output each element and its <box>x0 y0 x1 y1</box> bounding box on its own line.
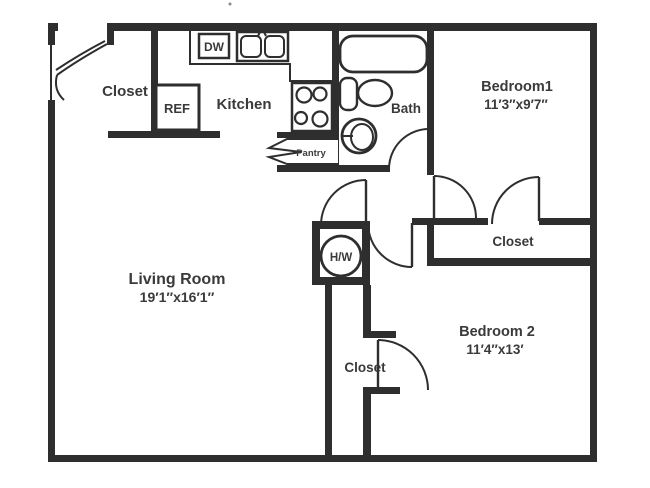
hw-closet-bottom-wall <box>312 277 370 285</box>
burner-1 <box>295 86 313 104</box>
bedroom-divider-wall <box>427 258 597 266</box>
closet2-door-top-stub <box>363 331 396 338</box>
hall-door-arc <box>320 179 367 226</box>
pantry-top-wall <box>277 132 339 138</box>
room-dims-living-room: 19′1″x16′1″ <box>140 289 215 305</box>
closet-kitchen-divider-wall <box>151 31 158 135</box>
left-wall-upper <box>48 23 55 45</box>
faucet-icon <box>257 31 267 37</box>
closet2-door-arc <box>377 339 429 391</box>
hw-closet-west-wall <box>312 221 320 285</box>
pantry-bifold-icon <box>265 138 338 165</box>
dishwasher-box <box>197 32 231 60</box>
bedroom1-door-arc <box>433 175 477 219</box>
labels: Closet Kitchen DW REF Pantry Bath Bedroo… <box>102 40 553 375</box>
burner-4 <box>311 110 329 128</box>
entry-door-leaf <box>56 43 108 76</box>
room-label-bath: Bath <box>391 101 421 116</box>
interior-walls <box>108 31 597 455</box>
bath-fixtures <box>338 34 429 155</box>
room-label-bedroom1: Bedroom1 <box>481 79 553 95</box>
fixture-label-water-heater: H/W <box>330 252 353 264</box>
sink-basin-left <box>240 35 262 58</box>
hw-closet-east-wall <box>362 221 370 285</box>
toilet-icon <box>356 78 394 108</box>
bath-door-arc <box>388 128 430 170</box>
bedroom1-west-wall-lower <box>427 218 434 258</box>
outer-walls <box>48 23 597 462</box>
burner-2 <box>312 86 328 102</box>
fixture-label-refrigerator: REF <box>164 101 190 116</box>
water-heater-icon <box>319 234 363 278</box>
room-label-living-room: Living Room <box>129 271 226 288</box>
room-dims-bedroom2: 11′4″x13′ <box>466 342 523 357</box>
bath-west-wall <box>332 31 339 172</box>
bathtub-icon <box>338 34 429 74</box>
closet2-west-wall <box>325 285 332 455</box>
fixture-label-pantry: Pantry <box>296 148 326 159</box>
closet1-door-arc <box>491 176 540 225</box>
counter-edge-line <box>189 31 332 82</box>
room-label-bedroom2-closet: Closet <box>344 360 386 375</box>
bedroom2-door-arc <box>367 222 413 268</box>
room-label-bedroom1-closet: Closet <box>492 234 534 249</box>
room-label-entry-closet: Closet <box>102 83 148 100</box>
room-label-kitchen: Kitchen <box>216 96 271 113</box>
top-wall <box>107 23 597 31</box>
closet2-east-wall-upper <box>363 285 371 331</box>
entry-door-jamb <box>107 31 114 45</box>
kitchen-south-wall <box>108 131 220 138</box>
entry-door-swing <box>54 74 65 101</box>
refrigerator-box <box>154 83 201 132</box>
bedroom1-west-wall-upper <box>427 31 434 175</box>
door-swings <box>54 40 541 391</box>
hall-south-wall <box>412 218 488 225</box>
bottom-wall <box>48 455 597 462</box>
toilet-tank <box>338 76 359 112</box>
closet2-east-wall-lower <box>363 394 371 455</box>
room-dims-bedroom1: 11′3″x9′7″ <box>484 97 548 112</box>
hw-closet-top-wall <box>312 221 370 229</box>
entry-door-leaf-2 <box>55 40 106 71</box>
kitchen-fixtures <box>154 30 338 165</box>
left-wall <box>48 100 55 462</box>
right-wall <box>590 23 597 462</box>
fixture-label-dishwasher: DW <box>204 40 225 54</box>
bath-sink-bowl <box>350 123 374 151</box>
closet2-door-bottom-stub <box>363 387 400 394</box>
burner-3 <box>293 110 309 126</box>
room-label-bedroom2: Bedroom 2 <box>459 324 535 340</box>
scan-speck <box>228 2 232 6</box>
sink-basin-right <box>264 35 285 58</box>
closet1-top-wall-east <box>539 218 597 225</box>
